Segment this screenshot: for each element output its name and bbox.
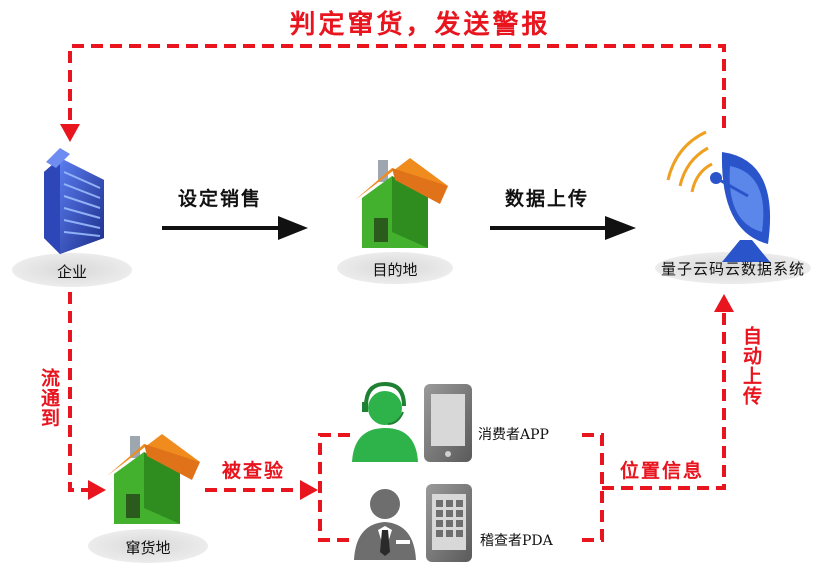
flow-line — [68, 292, 88, 492]
alert-title: 判定窜货，发送警报 — [255, 4, 585, 41]
consumer-app-label: 消费者APP — [478, 427, 549, 443]
alert-loop-line — [68, 44, 726, 128]
alert-arrow-head — [60, 124, 80, 142]
right-bracket — [582, 433, 604, 542]
house-icon — [107, 434, 200, 524]
flow-arrow-head — [88, 480, 106, 500]
pda-icon — [426, 484, 472, 562]
system-base — [655, 252, 811, 284]
set-sales-arrow-head — [278, 216, 308, 240]
auto-upload-label: 自动上传 — [740, 326, 762, 406]
diversion-base — [88, 529, 208, 563]
location-line — [602, 310, 726, 490]
consumer-person-icon — [352, 381, 418, 462]
system-label: 量子云码云数据系统 — [660, 260, 805, 278]
left-bracket — [318, 433, 350, 542]
inspector-pda-label: 稽查者PDA — [480, 533, 553, 549]
enterprise-base — [12, 253, 132, 287]
enterprise-label: 企业 — [56, 263, 87, 281]
location-info-label: 位置信息 — [620, 460, 705, 482]
house-icon — [355, 158, 448, 248]
set-sales-label: 设定销售 — [178, 188, 263, 210]
upload-arrow-head — [714, 294, 734, 312]
destination-label: 目的地 — [372, 261, 418, 279]
upload-data-arrow-head — [605, 216, 636, 240]
inspector-person-icon — [354, 489, 416, 560]
data-upload-label: 数据上传 — [505, 188, 590, 210]
inspected-label: 被查验 — [222, 460, 286, 482]
building-icon — [44, 148, 104, 254]
phone-icon — [424, 384, 472, 462]
inspected-arrow-head — [300, 480, 318, 500]
destination-base — [337, 252, 453, 284]
diversion-site-label: 窜货地 — [125, 539, 171, 557]
flow-to-label: 流通到 — [38, 368, 60, 428]
satellite-dish-icon — [666, 130, 771, 262]
